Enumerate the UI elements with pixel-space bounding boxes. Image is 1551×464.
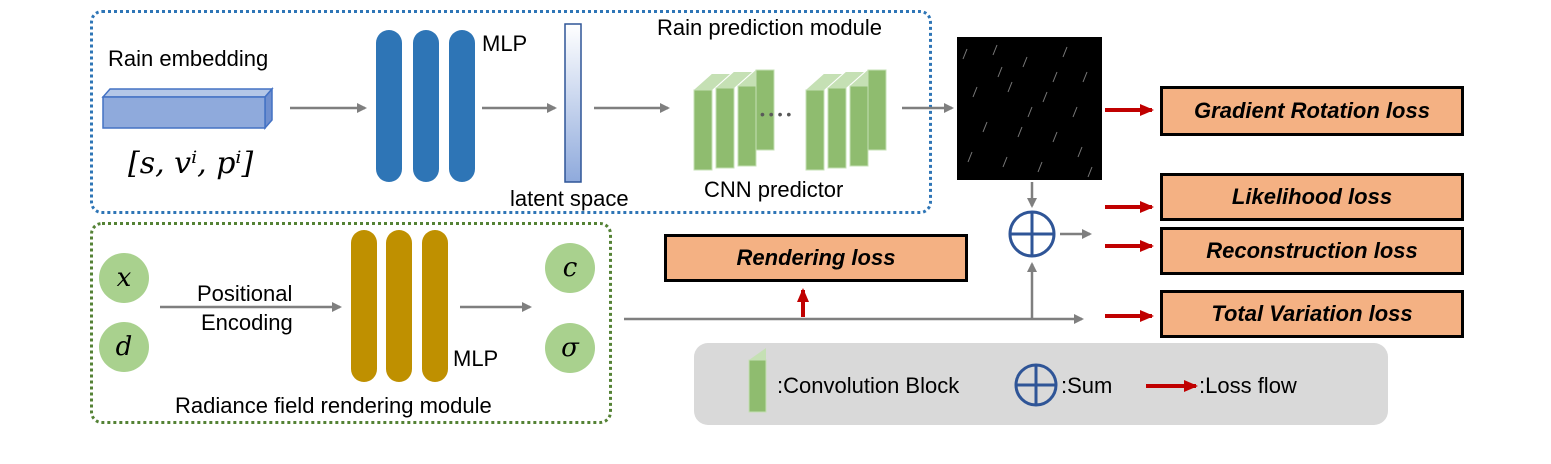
likelihood-loss-box: Likelihood loss [1160, 173, 1464, 221]
input-node-x: x [99, 253, 149, 303]
legend-loss-flow-label: :Loss flow [1199, 373, 1297, 398]
reconstruction-loss-label: Reconstruction loss [1206, 238, 1418, 263]
legend-convolution-label: :Convolution Block [777, 373, 960, 398]
reconstruction-loss-box: Reconstruction loss [1160, 227, 1464, 275]
radiance-module-title: Radiance field rendering module [175, 393, 492, 418]
rain-embedding-block [101, 87, 274, 130]
radiance-module-border [90, 222, 612, 424]
output-c-label: c [562, 253, 578, 283]
likelihood-loss-label: Likelihood loss [1231, 184, 1393, 209]
output-node-c: c [545, 243, 595, 293]
cnn-predictor-label: CNN predictor [704, 177, 844, 202]
radiance-mlp-label: MLP [453, 346, 499, 371]
input-d-label: d [115, 332, 133, 362]
positional-encoding-label-2: Encoding [201, 310, 293, 335]
gradient-rotation-loss-label: Gradient Rotation loss [1194, 98, 1430, 123]
rain-embedding-vector: [s, vⁱ, pⁱ] [128, 146, 254, 181]
input-node-d: d [99, 322, 149, 372]
radiance-mlp-layer-2 [386, 230, 412, 382]
cnn-conv-blocks-left [693, 69, 775, 171]
input-x-label: x [116, 263, 132, 293]
latent-space-bar [564, 23, 582, 183]
rain-mlp-layer-3 [449, 30, 475, 182]
rain-streak-image [957, 37, 1102, 180]
total-variation-loss-label: Total Variation loss [1211, 301, 1413, 326]
rain-module-title: Rain prediction module [657, 15, 883, 40]
rendering-loss-label: Rendering loss [736, 245, 896, 270]
rain-streaks [962, 44, 1093, 178]
rain-mlp-layer-2 [413, 30, 439, 182]
rain-embedding-label: Rain embedding [108, 46, 269, 71]
rain-prediction-module-border [90, 10, 932, 214]
legend-conv-block-icon [748, 348, 767, 413]
latent-space-label: latent space [510, 186, 629, 211]
cnn-ellipsis: • • • • [760, 106, 792, 122]
rendering-loss-box: Rendering loss [664, 234, 968, 282]
total-variation-loss-box: Total Variation loss [1160, 290, 1464, 338]
radiance-mlp-layer-1 [351, 230, 377, 382]
rain-mlp-label: MLP [482, 31, 528, 56]
cnn-conv-blocks-right [805, 69, 887, 171]
gradient-rotation-loss-box: Gradient Rotation loss [1160, 86, 1464, 136]
output-node-sigma: σ [545, 323, 595, 373]
sum-symbol [1008, 210, 1056, 258]
radiance-mlp-layer-3 [422, 230, 448, 382]
rain-mlp-layer-1 [376, 30, 402, 182]
positional-encoding-label-1: Positional [197, 281, 293, 306]
legend-sum-label: :Sum [1061, 373, 1113, 398]
legend-sum-icon [1014, 363, 1058, 407]
output-sigma-label: σ [561, 333, 579, 363]
